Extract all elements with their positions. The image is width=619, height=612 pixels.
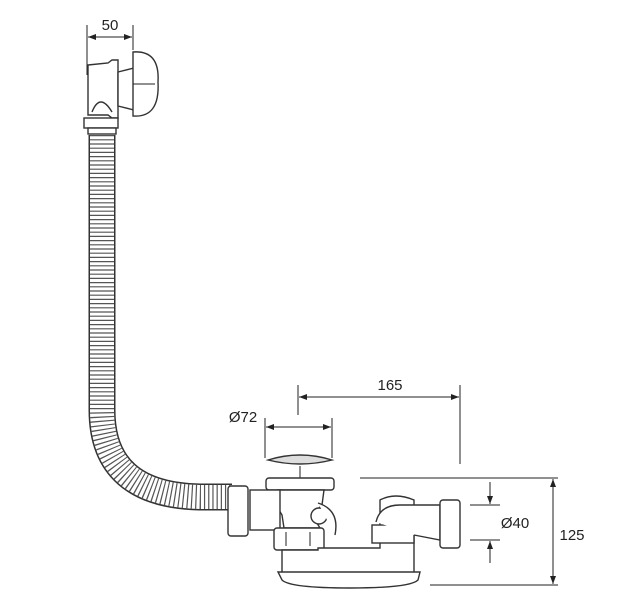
dimension-label-50: 50 bbox=[102, 17, 119, 34]
dimension-label-165: 165 bbox=[377, 377, 402, 394]
dimension-label-40: Ø40 bbox=[501, 515, 529, 532]
dimension-165: 165 bbox=[297, 377, 461, 464]
overflow-head bbox=[83, 51, 159, 135]
dimension-50: 50 bbox=[86, 17, 134, 75]
dimension-label-125: 125 bbox=[559, 527, 584, 544]
dimension-label-72: Ø72 bbox=[229, 409, 257, 426]
dimension-outlet-diameter: Ø40 bbox=[470, 482, 529, 563]
dimension-plug-diameter: Ø72 bbox=[229, 409, 333, 458]
dimension-125: 125 bbox=[360, 477, 585, 586]
drain-assembly bbox=[227, 454, 461, 589]
flexible-hose bbox=[88, 135, 232, 511]
